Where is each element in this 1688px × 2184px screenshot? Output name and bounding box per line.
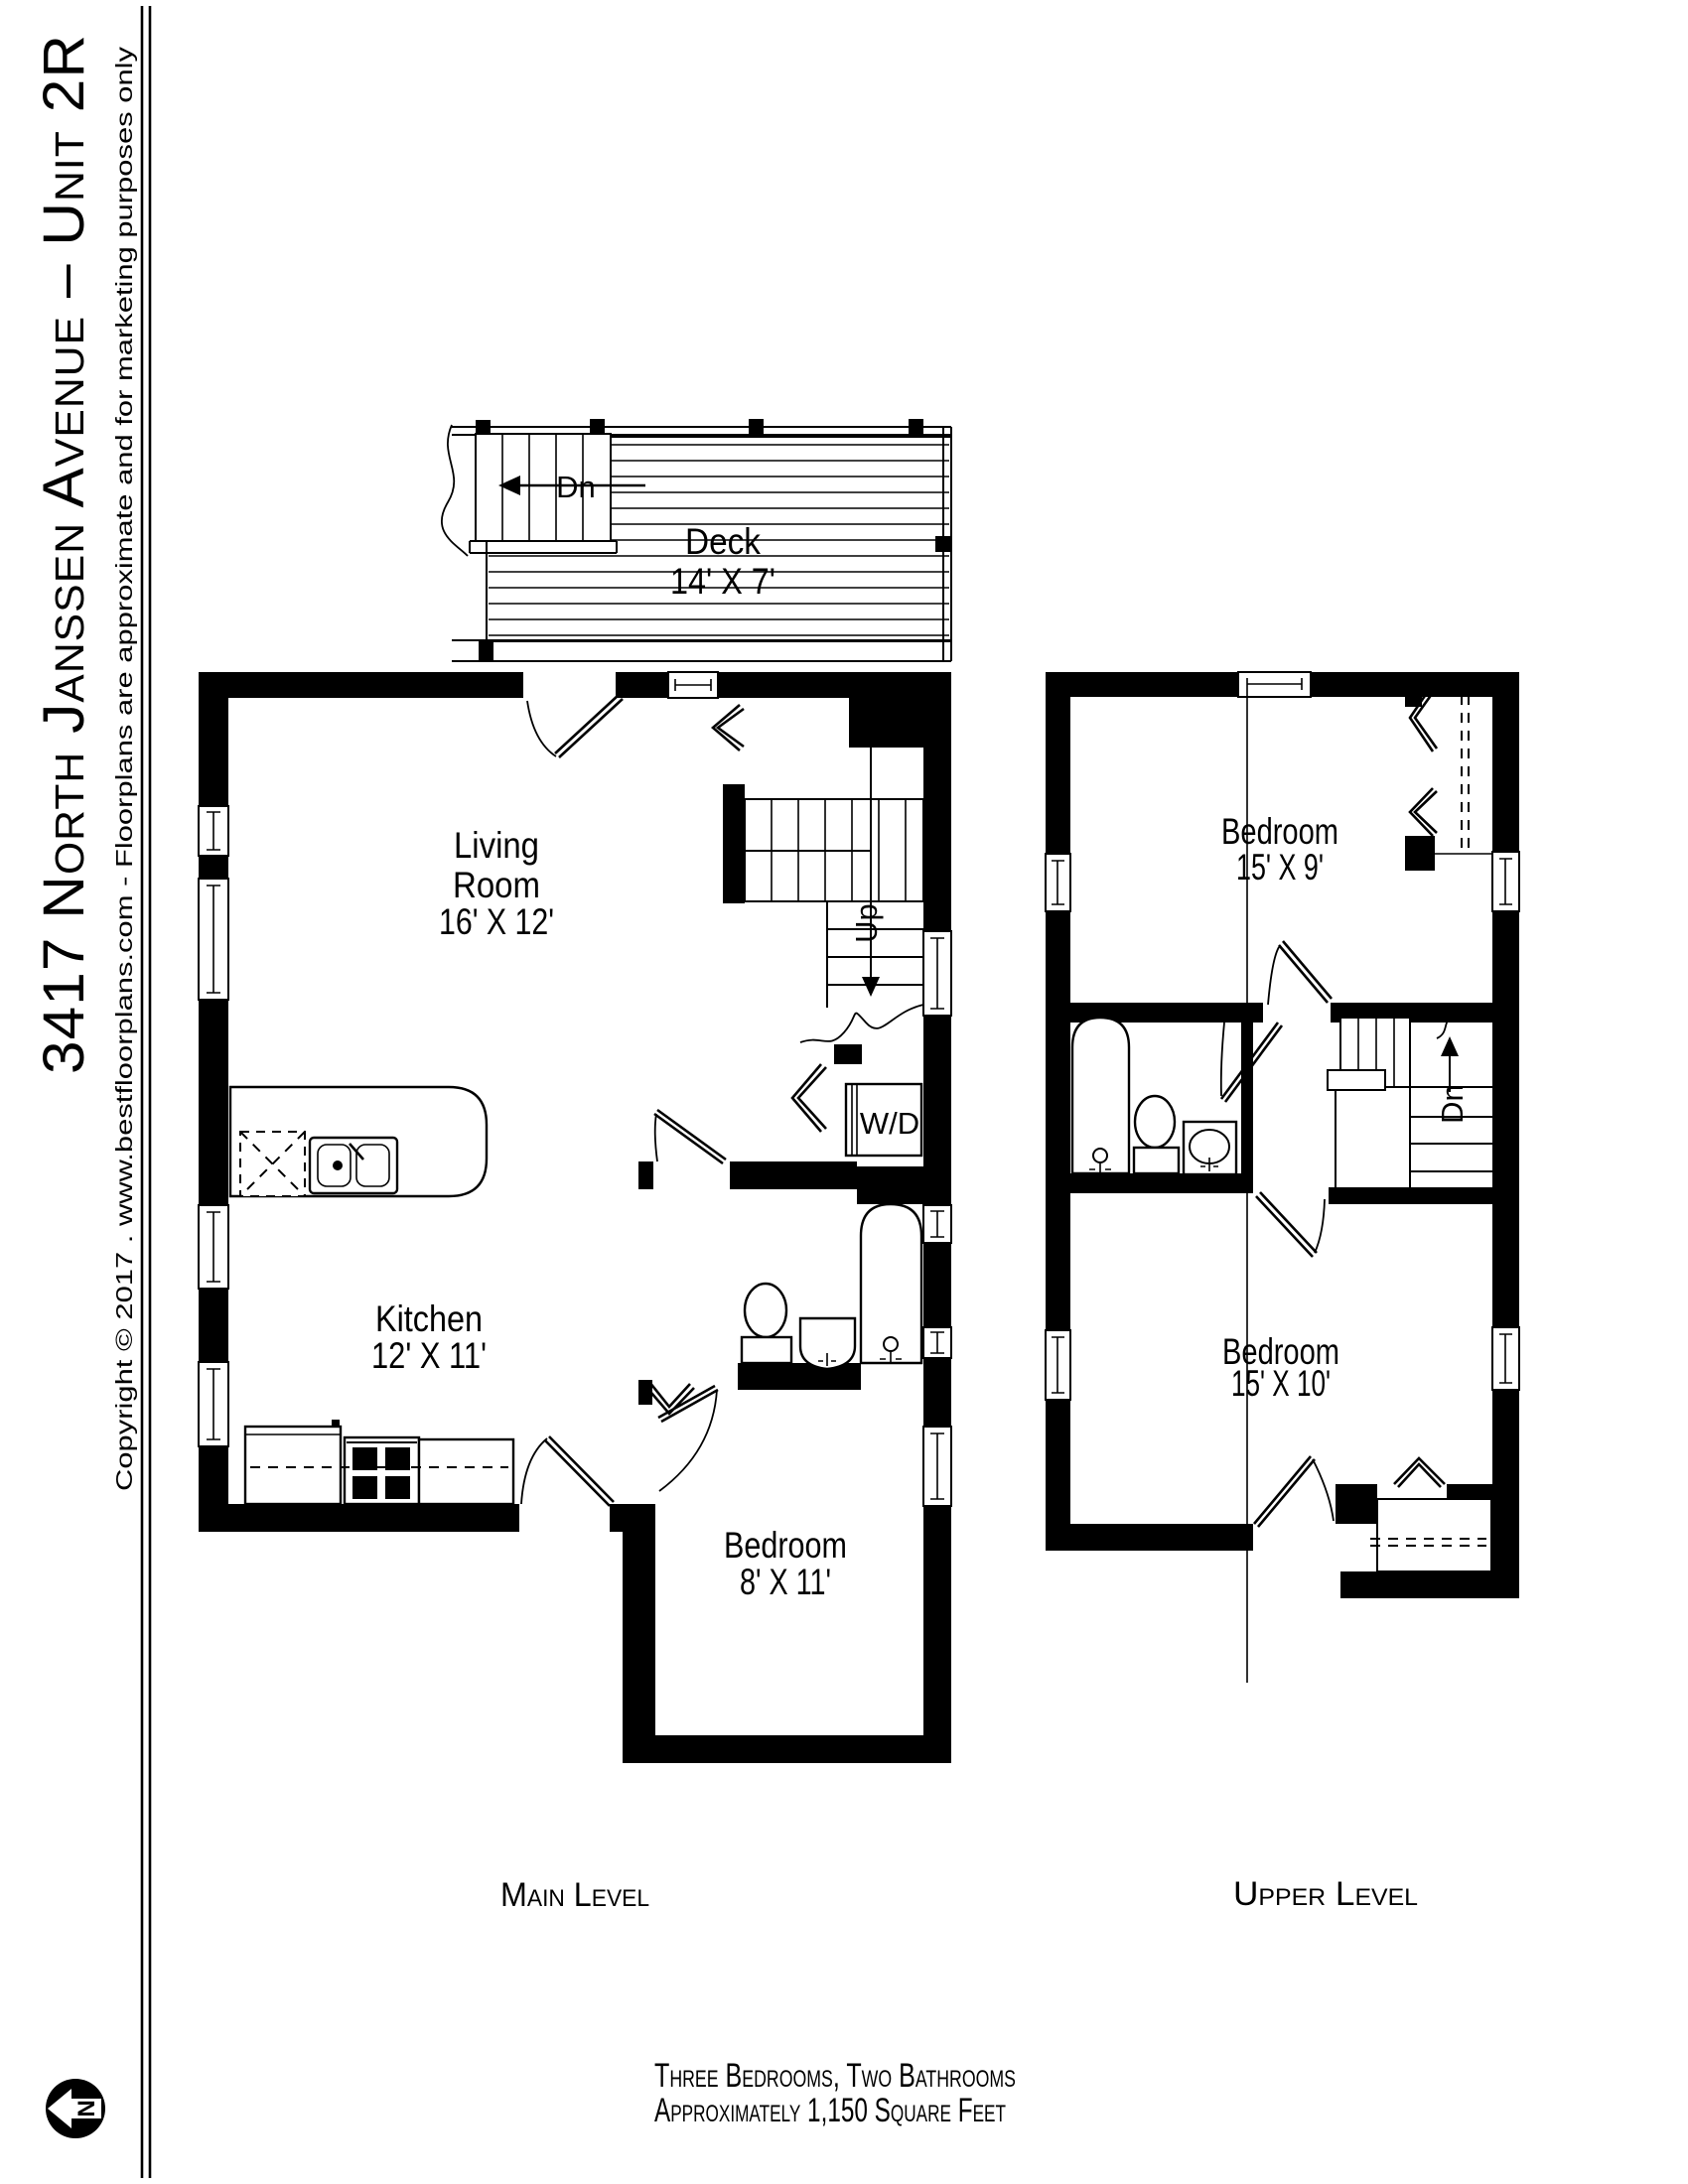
summary-line2: Approximately 1,150 Square Feet [654, 2092, 1006, 2129]
deck-railing [452, 419, 952, 662]
stairs-up-label: Up [849, 903, 884, 943]
compass: N [46, 2079, 105, 2138]
window [198, 878, 229, 1001]
dishwasher [239, 1131, 306, 1197]
main-bedroom-dims: 8' X 11' [740, 1562, 831, 1602]
bathtub [1070, 1016, 1131, 1175]
main-bedroom-name: Bedroom [724, 1525, 847, 1566]
deck: Dn Deck 14' X 7' [440, 419, 952, 662]
kitchen-sink [308, 1136, 399, 1195]
deck-name: Deck [685, 521, 761, 562]
window [1237, 671, 1312, 1683]
sidebar-title: 3417 North Janssen Avenue – Unit 2R [32, 34, 96, 1074]
main-level-walls [199, 672, 951, 1763]
bedroom2-entry-door [1253, 1455, 1335, 1528]
window [1491, 1326, 1520, 1391]
laundry-closet: W/D [790, 1063, 923, 1158]
window [922, 1204, 952, 1244]
sidebar: 3417 North Janssen Avenue – Unit 2R Copy… [32, 6, 152, 2178]
window [198, 1361, 229, 1447]
main-bathroom [740, 1202, 923, 1371]
laundry-bifold-door [790, 1063, 827, 1133]
bedroom2-door [1255, 1191, 1326, 1258]
bathroom-sink [1182, 1120, 1238, 1176]
upper-level-labels: Bedroom 15' X 9' Bedroom 15' X 10' [1221, 811, 1339, 1404]
main-level-labels: Living Room 16' X 12' Kitchen 12' X 11' … [371, 825, 847, 1602]
kitchen-fixtures [228, 1085, 515, 1506]
deck-stairs-break-line [440, 424, 469, 557]
window [1045, 1329, 1071, 1401]
bedroom-door [657, 1384, 719, 1492]
summary: Three Bedrooms, Two Bathrooms Approximat… [654, 2057, 1016, 2129]
bedroom1-closet-doors [1408, 683, 1492, 855]
compass-north-label: N [73, 2100, 100, 2116]
stairs-break-line [799, 1004, 924, 1043]
window [667, 671, 719, 699]
stove [343, 1435, 421, 1506]
upper-bedroom2-name: Bedroom [1222, 1331, 1339, 1372]
stair-hall-door [710, 704, 745, 751]
deck-door [526, 694, 624, 758]
bathroom-sink [798, 1316, 857, 1371]
window [1491, 851, 1520, 912]
window [922, 1426, 952, 1507]
main-level-doors [520, 694, 745, 1507]
upper-bathroom [1070, 1016, 1238, 1176]
toilet [1132, 1094, 1181, 1175]
living-room-dims: 16' X 12' [439, 901, 554, 942]
sidebar-copyright: Copyright © 2017 . www.bestfloorplans.co… [111, 46, 137, 1491]
kitchen-counter-lower [417, 1437, 515, 1506]
stairs-up-arrowhead [862, 977, 880, 997]
deck-stairs: Dn [440, 424, 645, 557]
bathroom-door [653, 1108, 727, 1165]
main-level-windows [198, 671, 952, 1507]
upper-bedroom2-dims: 15' X 10' [1231, 1363, 1331, 1404]
window [198, 805, 229, 857]
stairs-down-arrowhead [1441, 1036, 1459, 1056]
upper-bathroom-door [1219, 1022, 1284, 1103]
window [1045, 853, 1071, 912]
upper-stairs-down-label: Dn [1435, 1084, 1470, 1124]
window [922, 930, 952, 1017]
deck-dims: 14' X 7' [670, 561, 775, 602]
refrigerator [243, 1420, 343, 1506]
living-room-name-line2: Room [453, 865, 540, 905]
upper-stairs: Dn [1327, 1014, 1492, 1187]
bathtub [859, 1202, 923, 1365]
hall-closet-door [644, 1381, 695, 1416]
upper-bedroom1-name: Bedroom [1221, 811, 1338, 852]
living-room-name-line1: Living [454, 825, 539, 866]
bedroom1-door [1267, 940, 1333, 1006]
upper-level-label: Upper Level [1233, 1875, 1418, 1913]
deck-stairs-down-label: Dn [556, 470, 596, 504]
compass-arrow [48, 2089, 71, 2128]
deck-stairs-down-arrow [498, 476, 645, 495]
upper-bedroom1-dims: 15' X 9' [1236, 847, 1324, 887]
upper-level-walls [1046, 672, 1519, 1598]
kitchen-name: Kitchen [375, 1298, 483, 1339]
main-level-label: Main Level [500, 1876, 649, 1914]
upper-stairs-break-line [1436, 1014, 1455, 1039]
kitchen-door [520, 1435, 615, 1507]
upper-level-windows [1045, 671, 1520, 1683]
bedroom2-closet-door [1370, 1456, 1492, 1572]
kitchen-dims: 12' X 11' [371, 1335, 487, 1376]
window [198, 1204, 229, 1290]
summary-line1: Three Bedrooms, Two Bathrooms [654, 2057, 1016, 2095]
toilet [740, 1282, 793, 1365]
upper-level-doors [1219, 683, 1492, 1572]
sidebar-divider [140, 6, 152, 2178]
laundry-label: W/D [860, 1106, 919, 1141]
window [922, 1326, 952, 1359]
main-stairs: Up [744, 743, 924, 1043]
